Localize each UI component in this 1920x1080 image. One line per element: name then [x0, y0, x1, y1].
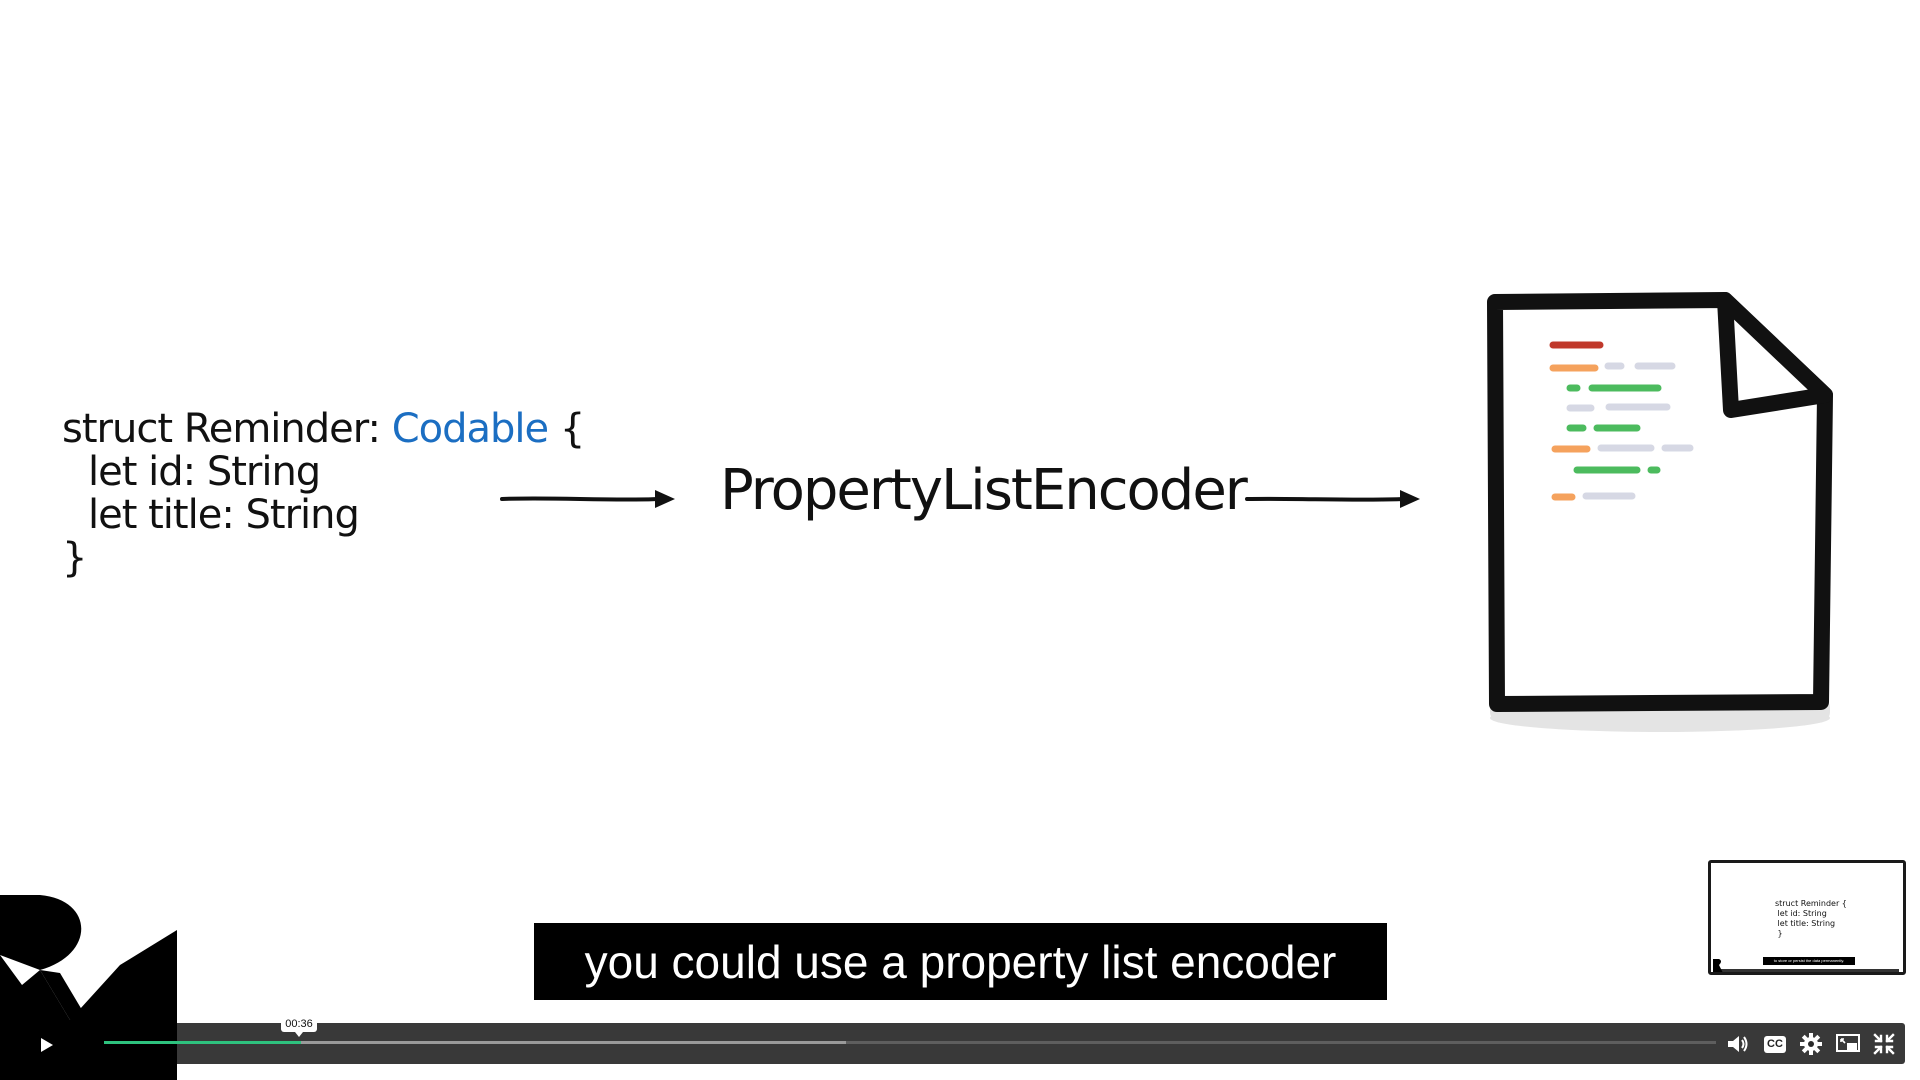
- exit-fullscreen-icon: [1873, 1033, 1895, 1055]
- thumbnail-code-line: }: [1775, 929, 1783, 938]
- code-text: struct Reminder:: [62, 406, 392, 452]
- time-tooltip: 00:36: [281, 1016, 317, 1037]
- codable-keyword: Codable: [391, 406, 549, 452]
- rw-logo-icon: [1713, 959, 1723, 972]
- seek-preview-thumbnail: struct Reminder { let id: String let tit…: [1708, 860, 1906, 975]
- subtitle-caption: you could use a property list encoder: [534, 923, 1387, 1000]
- code-line-id: let id: String: [88, 449, 321, 495]
- thumbnail-code-line: let title: String: [1775, 919, 1836, 928]
- thumbnail-code-line: struct Reminder {: [1775, 899, 1847, 908]
- progress-bar[interactable]: [104, 1041, 1716, 1044]
- captions-icon: CC: [1764, 1035, 1786, 1053]
- settings-icon: [1800, 1033, 1822, 1055]
- code-snippet: struct Reminder: Codable { let id: Strin…: [62, 406, 585, 581]
- encoder-label: PropertyListEncoder: [720, 458, 1248, 523]
- thumbnail-controlbar: [1721, 969, 1899, 972]
- thumbnail-code: struct Reminder { let id: String let tit…: [1775, 899, 1847, 939]
- code-line-title: let title: String: [88, 492, 360, 538]
- settings-button[interactable]: [1796, 1030, 1826, 1058]
- progress-buffered: [104, 1041, 846, 1044]
- thumbnail-subtitle: to store or persist the data permanently…: [1763, 957, 1855, 965]
- picture-in-picture-button[interactable]: [1833, 1030, 1863, 1058]
- play-button[interactable]: [30, 1030, 64, 1060]
- code-brace: {: [548, 406, 585, 452]
- thumbnail-code-line: let id: String: [1775, 909, 1827, 918]
- arrow-right-icon: [500, 490, 675, 508]
- rw-logo-icon: [0, 895, 177, 1080]
- code-line-struct: struct Reminder: Codable {: [62, 406, 585, 452]
- volume-button[interactable]: [1723, 1030, 1753, 1058]
- play-icon: [41, 1038, 53, 1052]
- exit-fullscreen-button[interactable]: [1869, 1030, 1899, 1058]
- captions-button[interactable]: CC: [1760, 1030, 1790, 1058]
- arrow-right-icon: [1245, 490, 1420, 508]
- progress-played: [104, 1041, 301, 1044]
- volume-icon: [1728, 1036, 1748, 1052]
- code-line-close: }: [62, 535, 87, 581]
- pip-icon: [1836, 1034, 1860, 1052]
- plist-document-icon: [1487, 292, 1833, 732]
